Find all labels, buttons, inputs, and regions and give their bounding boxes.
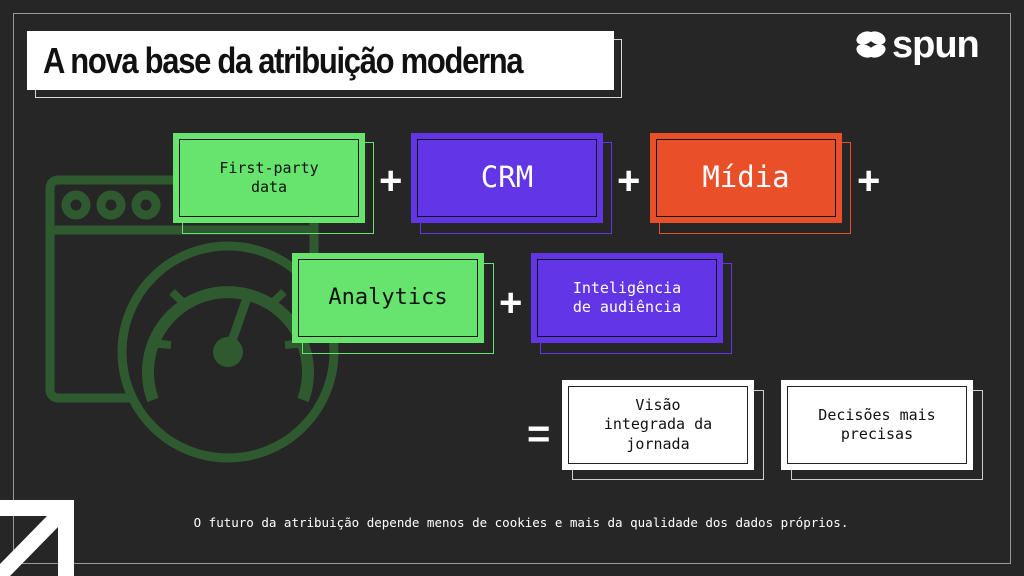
plus-sign-4: +: [499, 281, 523, 325]
inteligencia-audiencia-label: Inteligência de audiência: [537, 259, 717, 337]
first-party-data-box: First-party data: [173, 133, 365, 223]
page-title: A nova base da atribuição moderna: [43, 39, 524, 81]
plus-sign-3: +: [857, 159, 881, 203]
visao-integrada-box: Visão integrada da jornada: [562, 380, 754, 470]
arrow-up-right-icon: [0, 500, 74, 576]
inteligencia-audiencia-box: Inteligência de audiência: [531, 253, 723, 343]
decisoes-precisas-label: Decisões mais precisas: [787, 386, 967, 464]
speedometer-icon: [117, 241, 339, 463]
plus-sign-1: +: [379, 159, 403, 203]
title-box: A nova base da atribuição moderna: [27, 31, 614, 90]
midia-label: Mídia: [656, 139, 836, 217]
visao-integrada-label: Visão integrada da jornada: [568, 386, 748, 464]
plus-sign-2: +: [617, 159, 641, 203]
decisoes-precisas-box: Decisões mais precisas: [781, 380, 973, 470]
crm-box: CRM: [411, 133, 603, 223]
crm-label: CRM: [417, 139, 597, 217]
analytics-box: Analytics: [292, 253, 484, 343]
page-frame: [13, 13, 1011, 564]
spun-logo: spun: [854, 24, 980, 66]
first-party-data-label: First-party data: [179, 139, 359, 217]
leaf-icon: [856, 31, 886, 58]
analytics-label: Analytics: [298, 259, 478, 337]
footer-text: O futuro da atribuição depende menos de …: [193, 515, 849, 530]
logo-wordmark: spun: [892, 24, 980, 66]
midia-box: Mídia: [650, 133, 842, 223]
equals-sign: =: [527, 412, 551, 456]
